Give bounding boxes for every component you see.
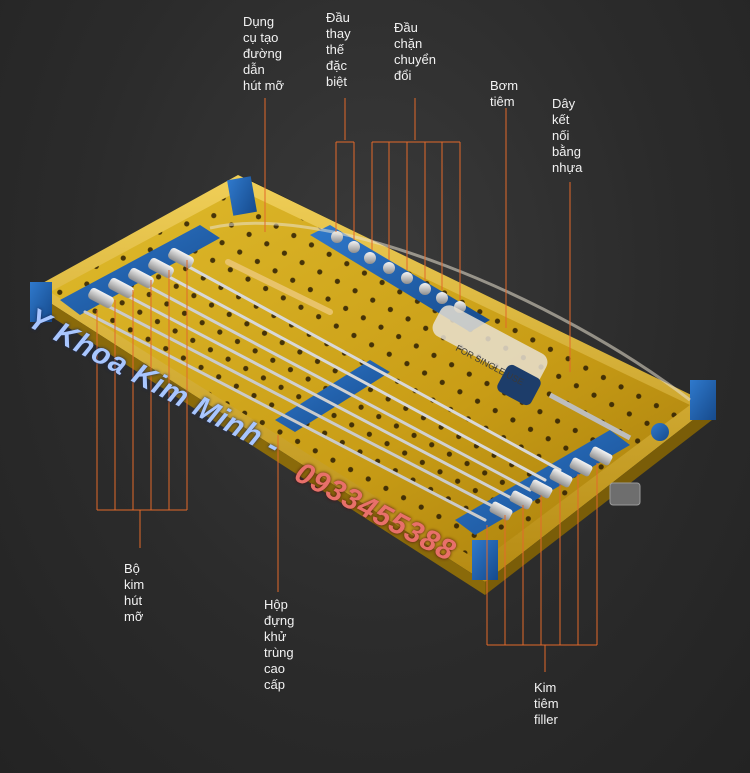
tray-side-face [485, 405, 712, 595]
corner-clamp [227, 176, 257, 216]
corner-clamp [30, 282, 52, 322]
center-rack [275, 360, 390, 432]
tray-latch [609, 482, 641, 506]
tunneling-tool [225, 259, 333, 315]
corner-clamp [472, 540, 498, 580]
leader-lines [96, 98, 598, 672]
tubing-connector [651, 423, 669, 441]
tray-front-face [30, 290, 485, 595]
syringe [432, 305, 632, 441]
filler-needles [489, 446, 613, 521]
corner-clamp [690, 380, 716, 420]
plastic-tubing [209, 221, 691, 402]
liposuction-cannulas [83, 260, 562, 522]
